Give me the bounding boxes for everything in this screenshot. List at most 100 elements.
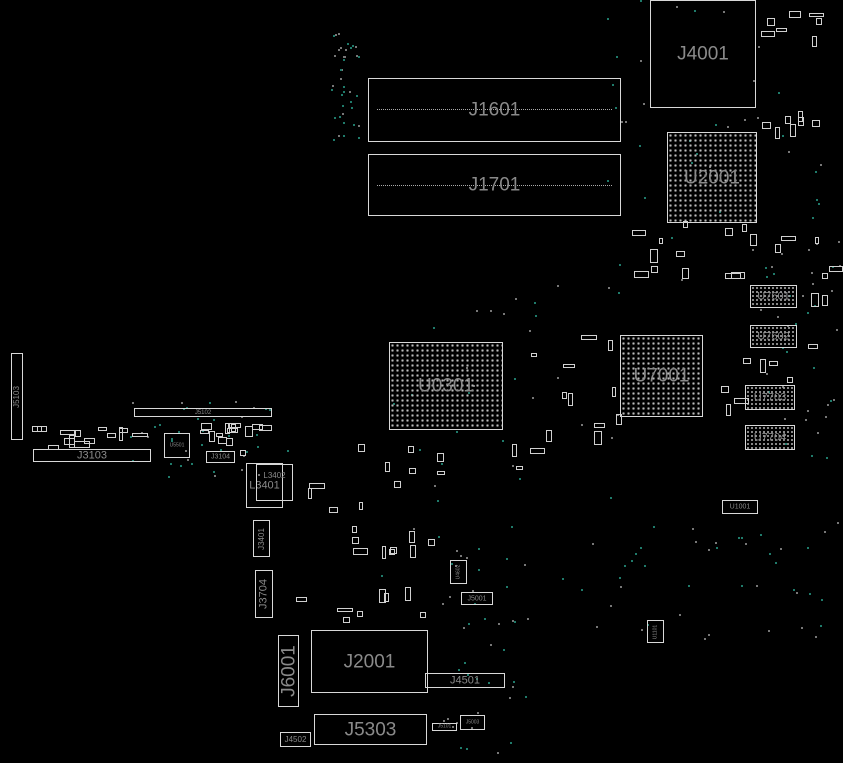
chip-u7704[interactable]: U7704 — [745, 425, 795, 450]
via — [775, 561, 778, 564]
chip-u0301[interactable]: U0301 — [389, 342, 503, 430]
pad — [562, 392, 567, 400]
part-label: J3103 — [77, 449, 107, 461]
connector-j5102[interactable]: J5102 — [134, 408, 272, 417]
pad — [515, 466, 523, 471]
part-label: U5501 — [169, 442, 185, 448]
connector-j4502[interactable]: J4502 — [280, 732, 311, 747]
via — [355, 46, 358, 49]
pad — [407, 445, 415, 453]
via — [432, 326, 435, 329]
via — [819, 163, 822, 166]
pad — [786, 377, 793, 383]
via — [817, 203, 820, 206]
via — [466, 748, 469, 751]
via — [350, 47, 353, 50]
pad — [393, 481, 401, 488]
via — [726, 126, 729, 129]
via — [464, 661, 467, 664]
via — [714, 124, 717, 127]
via — [471, 590, 474, 593]
pad — [244, 426, 253, 438]
pad — [230, 423, 237, 432]
pad — [228, 422, 241, 428]
part-label: U7704 — [753, 431, 787, 443]
connector-j5001[interactable]: J5001 — [461, 592, 493, 605]
via — [332, 138, 335, 141]
via — [611, 437, 614, 440]
chip-u1101[interactable]: U1101 — [647, 620, 664, 643]
via — [476, 677, 479, 680]
via — [817, 431, 820, 434]
via — [612, 83, 615, 86]
via — [505, 586, 508, 589]
connector-j3401[interactable]: J3401 — [253, 520, 270, 557]
via — [257, 445, 260, 448]
via — [132, 459, 135, 462]
part-label: J5102 — [194, 409, 212, 416]
via — [639, 145, 642, 148]
pad — [725, 228, 733, 236]
via — [675, 6, 678, 9]
via — [608, 286, 611, 289]
connector-j3103[interactable]: J3103 — [33, 449, 151, 462]
via — [807, 312, 810, 315]
via — [807, 546, 810, 549]
via — [766, 372, 769, 375]
chip-u1001[interactable]: U1001 — [722, 500, 758, 514]
chip-u2001[interactable]: U2001 — [667, 132, 757, 223]
inductor-l3401[interactable]: L3401 — [246, 463, 283, 508]
connector-j3704[interactable]: J3704 — [255, 570, 273, 618]
chip-u7601[interactable]: U7601 — [750, 285, 797, 308]
pad — [581, 334, 598, 341]
via — [502, 312, 505, 315]
connector-j2001[interactable]: J2001 — [311, 630, 428, 693]
pad — [356, 611, 363, 617]
pad — [530, 352, 538, 358]
pad — [767, 17, 775, 26]
pad — [118, 427, 129, 433]
via — [459, 554, 462, 557]
connector-j5003[interactable]: J5003 — [460, 715, 485, 730]
via — [477, 569, 480, 572]
via — [458, 668, 461, 671]
connector-j1701[interactable]: J1701 — [368, 154, 621, 216]
connector-j4501[interactable]: J4501 — [425, 673, 505, 688]
via — [616, 413, 619, 416]
pad — [378, 589, 386, 604]
connector-j6001[interactable]: J6001 — [278, 635, 299, 707]
via — [476, 310, 479, 313]
pad — [676, 250, 685, 258]
chip-u5501[interactable]: U5501 — [164, 433, 190, 458]
chip-u4602[interactable]: U4602 — [450, 560, 467, 584]
via — [741, 585, 744, 588]
via — [171, 439, 174, 442]
chip-u7001[interactable]: U7001 — [620, 335, 703, 417]
via — [332, 35, 335, 38]
connector-j5103[interactable]: J5103 — [11, 353, 23, 440]
part-label: L3402 — [263, 470, 286, 480]
connector-j5101[interactable]: J5101 — [432, 723, 457, 731]
via — [344, 55, 347, 58]
connector-j1601[interactable]: J1601 — [368, 78, 621, 142]
pad — [821, 295, 828, 307]
via — [715, 546, 718, 549]
connector-j3104[interactable]: J3104 — [206, 451, 235, 463]
connector-j4001[interactable]: J4001 — [650, 0, 756, 108]
via — [752, 248, 755, 251]
chip-u7602[interactable]: U7602 — [750, 325, 797, 348]
via — [829, 399, 832, 402]
via — [511, 464, 514, 467]
via — [343, 85, 346, 88]
pad — [405, 587, 411, 602]
via — [777, 91, 780, 94]
pad — [741, 224, 747, 232]
via — [620, 121, 623, 124]
via — [503, 648, 506, 651]
connector-j5303[interactable]: J5303 — [314, 714, 427, 745]
chip-u7703[interactable]: U7703 — [745, 385, 795, 410]
inductor-l3402[interactable]: L3402 — [256, 464, 293, 501]
pad — [383, 592, 389, 602]
via — [181, 402, 184, 405]
